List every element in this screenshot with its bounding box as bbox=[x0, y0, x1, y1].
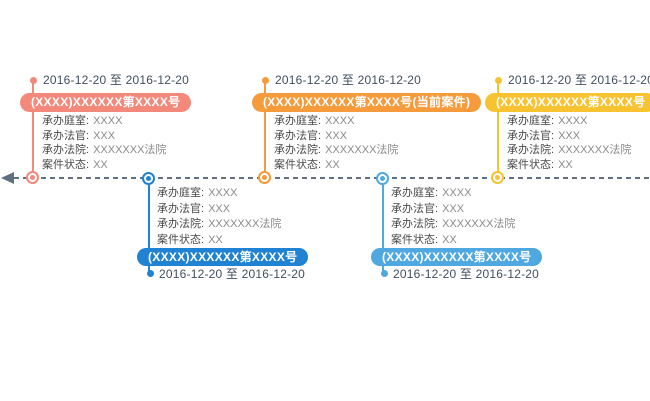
field-court-room: 承办庭室:XXXX bbox=[391, 187, 472, 199]
date-range: 2016-12-20 至 2016-12-20 bbox=[43, 73, 190, 87]
field-judge: 承办法官:XXX bbox=[274, 129, 348, 142]
field-court-room: 承办庭室:XXXX bbox=[157, 187, 238, 199]
timeline-axis bbox=[14, 177, 650, 179]
date-range: 2016-12-20 至 2016-12-20 bbox=[275, 73, 422, 87]
case-number-badge[interactable]: (XXXX)XXXXXX第XXXX号 bbox=[485, 93, 650, 112]
field-court-room: 承办庭室:XXXX bbox=[42, 115, 123, 127]
connector-line bbox=[148, 182, 150, 274]
field-court-room: 承办庭室:XXXX bbox=[274, 115, 355, 127]
connector-line bbox=[264, 79, 266, 179]
field-court: 承办法院:XXXXXXX法院 bbox=[157, 218, 282, 230]
case-number-badge[interactable]: (XXXX)XXXXXX第XXXX号(当前案件) bbox=[252, 93, 482, 112]
timeline-node-icon[interactable] bbox=[142, 172, 155, 185]
field-status: 案件状态:XX bbox=[42, 158, 108, 171]
timeline-node-icon[interactable] bbox=[376, 172, 389, 185]
case-number-badge[interactable]: (XXXX)XXXXXX第XXXX号 bbox=[371, 248, 543, 266]
field-judge: 承办法官:XXX bbox=[157, 202, 231, 215]
field-status: 案件状态:XX bbox=[391, 233, 457, 246]
date-dot-icon bbox=[30, 77, 37, 84]
connector-line bbox=[382, 182, 384, 274]
case-fields: 承办庭室:XXXX 承办法官:XXX 承办法院:XXXXXXX法院 案件状态:X… bbox=[274, 114, 398, 172]
field-status: 案件状态:XX bbox=[274, 158, 340, 171]
timeline-node-icon[interactable] bbox=[258, 171, 271, 184]
connector-line bbox=[32, 79, 34, 179]
field-judge: 承办法官:XXX bbox=[391, 202, 465, 215]
case-fields: 承办庭室:XXXX 承办法官:XXX 承办法院:XXXXXXX法院 案件状态:X… bbox=[157, 186, 281, 248]
date-dot-icon bbox=[381, 270, 388, 277]
field-status: 案件状态:XX bbox=[507, 158, 573, 171]
field-court: 承办法院:XXXXXXX法院 bbox=[42, 144, 167, 156]
date-dot-icon bbox=[495, 77, 502, 84]
timeline-left-arrow-icon bbox=[1, 172, 14, 184]
timeline-node-icon[interactable] bbox=[491, 171, 504, 184]
timeline-node-icon[interactable] bbox=[26, 171, 39, 184]
case-fields: 承办庭室:XXXX 承办法官:XXX 承办法院:XXXXXXX法院 案件状态:X… bbox=[42, 114, 166, 172]
field-judge: 承办法官:XXX bbox=[42, 129, 116, 142]
date-range: 2016-12-20 至 2016-12-20 bbox=[508, 73, 650, 87]
field-court: 承办法院:XXXXXXX法院 bbox=[391, 218, 516, 230]
field-status: 案件状态:XX bbox=[157, 233, 223, 246]
date-range: 2016-12-20 至 2016-12-20 bbox=[159, 267, 306, 281]
date-dot-icon bbox=[262, 77, 269, 84]
field-court: 承办法院:XXXXXXX法院 bbox=[274, 144, 399, 156]
date-range: 2016-12-20 至 2016-12-20 bbox=[393, 267, 540, 281]
field-judge: 承办法官:XXX bbox=[507, 129, 581, 142]
case-number-badge[interactable]: (XXXX)XXXXXX第XXXX号 bbox=[137, 248, 309, 266]
case-number-badge[interactable]: (XXXX)XXXXXX第XXXX号 bbox=[20, 93, 192, 112]
case-fields: 承办庭室:XXXX 承办法官:XXX 承办法院:XXXXXXX法院 案件状态:X… bbox=[391, 186, 515, 248]
field-court-room: 承办庭室:XXXX bbox=[507, 115, 588, 127]
case-fields: 承办庭室:XXXX 承办法官:XXX 承办法院:XXXXXXX法院 案件状态:X… bbox=[507, 114, 631, 172]
date-dot-icon bbox=[147, 270, 154, 277]
connector-line bbox=[497, 79, 499, 179]
field-court: 承办法院:XXXXXXX法院 bbox=[507, 144, 632, 156]
